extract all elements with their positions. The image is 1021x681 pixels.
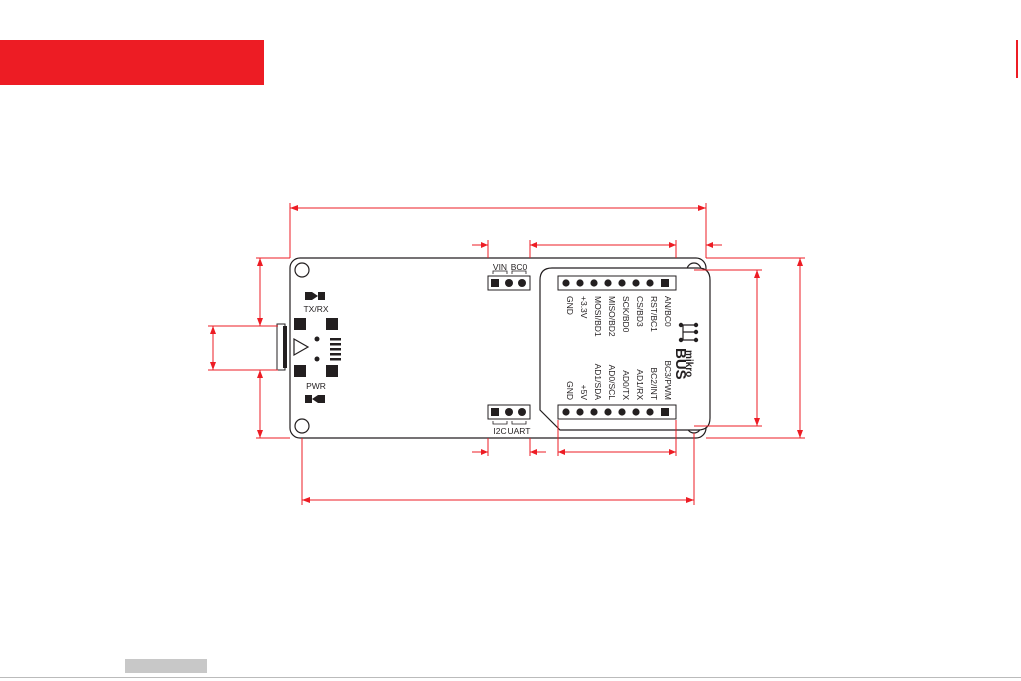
mikrobus-pin-label: +3.3V (579, 296, 589, 319)
vin-label: VIN (493, 262, 507, 272)
mikrobus-pin-label: AD1/SDA (593, 364, 603, 401)
i2c-uart-jumper-header (488, 405, 530, 419)
mikrobus-pin-label: CS/BD3 (635, 296, 645, 327)
mikrobus-pin-label: GND (565, 296, 575, 315)
pwr-label: PWR (306, 381, 326, 391)
mikrobus-pin-label: AD1/RX (635, 369, 645, 400)
mikrobus-pin-label: +5V (579, 385, 589, 401)
mikrobus-pin-label: AD0/TX (621, 370, 631, 400)
tx-rx-label: TX/RX (303, 304, 328, 314)
footer-rule (0, 677, 1021, 678)
mikrobus-pin-label: SCK/BD0 (621, 296, 631, 333)
footer-tab (125, 659, 207, 673)
mikrobus-pin-label: AN/BC0 (663, 296, 673, 327)
mikrobus-pin-label: RST/BC1 (649, 296, 659, 332)
mikrobus-top-header (558, 276, 676, 290)
mikrobus-pin-label: AD0/SCL (607, 365, 617, 401)
mikrobus-pin-label: GND (565, 381, 575, 400)
bc0-label: BC0 (511, 262, 528, 272)
mikrobus-bottom-header (558, 405, 676, 419)
uart-label: UART (508, 426, 531, 436)
vin-bc0-jumper-header (488, 276, 530, 290)
mounting-hole-bottom-left (295, 419, 309, 433)
mikrobus-pin-label: MOSI/BD1 (593, 296, 603, 337)
mikrobus-pin-label: BC2/INT (649, 367, 659, 400)
i2c-label: I2C (493, 426, 506, 436)
mikrobus-pin-label: MISO/BD2 (607, 296, 617, 337)
mounting-hole-top-left (295, 263, 309, 277)
mikrobus-logo-bottom: BUS (672, 348, 689, 380)
mikrobus-pin-label: BC3/PWM (663, 360, 673, 400)
